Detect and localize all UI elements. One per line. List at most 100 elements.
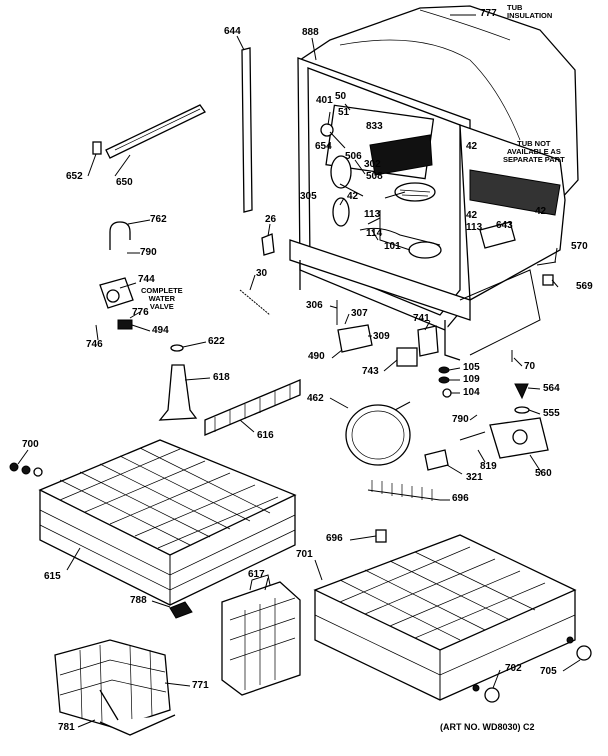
label-462: 462 [307,393,324,404]
part-105 [438,366,450,374]
wheel-705-part [576,645,592,661]
label-113-a: 113 [364,209,381,220]
label-654: 654 [315,141,332,152]
label-777: 777 [480,8,497,19]
note-complete-water-valve: COMPLETE WATER VALVE [141,287,183,311]
label-321: 321 [466,472,483,483]
tine-row-part [204,379,301,436]
label-302: 302 [364,159,381,170]
note-tub-insulation: TUB INSULATION [507,4,552,20]
label-51: 51 [338,107,350,118]
label-702: 702 [505,663,522,674]
label-506: 506 [345,151,362,162]
label-790-a: 790 [140,247,157,258]
pin-705-part [566,636,574,644]
leader-lines [17,14,581,728]
door-gasket-strip [241,47,253,213]
spring-part [239,289,271,316]
label-42-c: 42 [466,210,478,221]
label-617: 617 [248,569,265,580]
label-644: 644 [224,26,241,37]
ring-622-part [170,344,184,352]
part-564 [514,383,529,400]
water-valve-part [99,277,134,309]
clip-700-part [9,462,43,477]
label-790-b: 790 [452,414,469,425]
label-42-b: 42 [466,141,478,152]
label-776: 776 [132,307,149,318]
label-701: 701 [296,549,313,560]
silverware-basket-771-part [54,639,176,736]
label-114: 114 [366,228,383,239]
hose-790b-part [459,431,486,441]
label-494: 494 [152,325,169,336]
label-104: 104 [463,387,480,398]
label-70: 70 [524,361,536,372]
tub-assembly [289,5,579,361]
spray-tower-part [158,364,198,421]
label-705: 705 [540,666,557,677]
wheel-702-part [484,687,500,703]
label-113-b: 113 [466,222,483,233]
label-560: 560 [535,468,552,479]
label-746: 746 [86,339,103,350]
label-306: 306 [306,300,323,311]
part-555 [514,406,530,414]
label-109: 109 [463,374,480,385]
label-30: 30 [256,268,268,279]
label-744: 744 [138,274,155,285]
art-number-caption: (ART NO. WD8030) C2 [440,722,535,732]
label-643: 643 [496,220,513,231]
label-564: 564 [543,383,560,394]
bracket-494-part [117,319,133,330]
label-819: 819 [480,461,497,472]
label-888: 888 [302,27,319,38]
label-309: 309 [373,331,390,342]
label-741: 741 [413,313,430,324]
part-109 [438,376,450,384]
part-743 [396,347,418,367]
label-652: 652 [66,171,83,182]
label-700: 700 [22,439,39,450]
label-781: 781 [58,722,75,733]
part-104 [442,388,452,398]
note-tub-not-available-text: TUB NOT AVAILABLE AS SEPARATE PART [503,139,565,164]
label-696-b: 696 [326,533,343,544]
pump-560-part [489,417,549,459]
part-741 [417,325,439,357]
pin-702-part [472,684,480,692]
part-321 [424,449,449,471]
label-743: 743 [362,366,379,377]
bracket-309-part [337,324,373,353]
label-696-a: 696 [452,493,469,504]
label-305: 305 [300,191,317,202]
clip-part [92,141,102,155]
label-615: 615 [44,571,61,582]
label-650: 650 [116,177,133,188]
part-788 [169,601,193,619]
label-833: 833 [366,121,383,132]
label-788: 788 [130,595,147,606]
label-508: 508 [366,171,383,182]
upper-rack-part [38,439,297,606]
label-771: 771 [192,680,209,691]
label-570: 570 [571,241,588,252]
label-490: 490 [308,351,325,362]
drain-hose-part [345,401,411,466]
part-569 [542,274,554,286]
fill-hose-part [109,221,131,250]
label-42-d: 42 [535,206,547,217]
label-618: 618 [213,372,230,383]
label-622: 622 [208,336,225,347]
label-26: 26 [265,214,277,225]
vent-strip [105,104,206,159]
label-307: 307 [351,308,368,319]
label-616: 616 [257,430,274,441]
hinge-part [261,233,275,256]
silverware-basket-617-part [221,574,301,696]
note-complete-water-valve-text: COMPLETE WATER VALVE [141,286,183,311]
label-50: 50 [335,91,347,102]
label-42-a: 42 [347,191,359,202]
